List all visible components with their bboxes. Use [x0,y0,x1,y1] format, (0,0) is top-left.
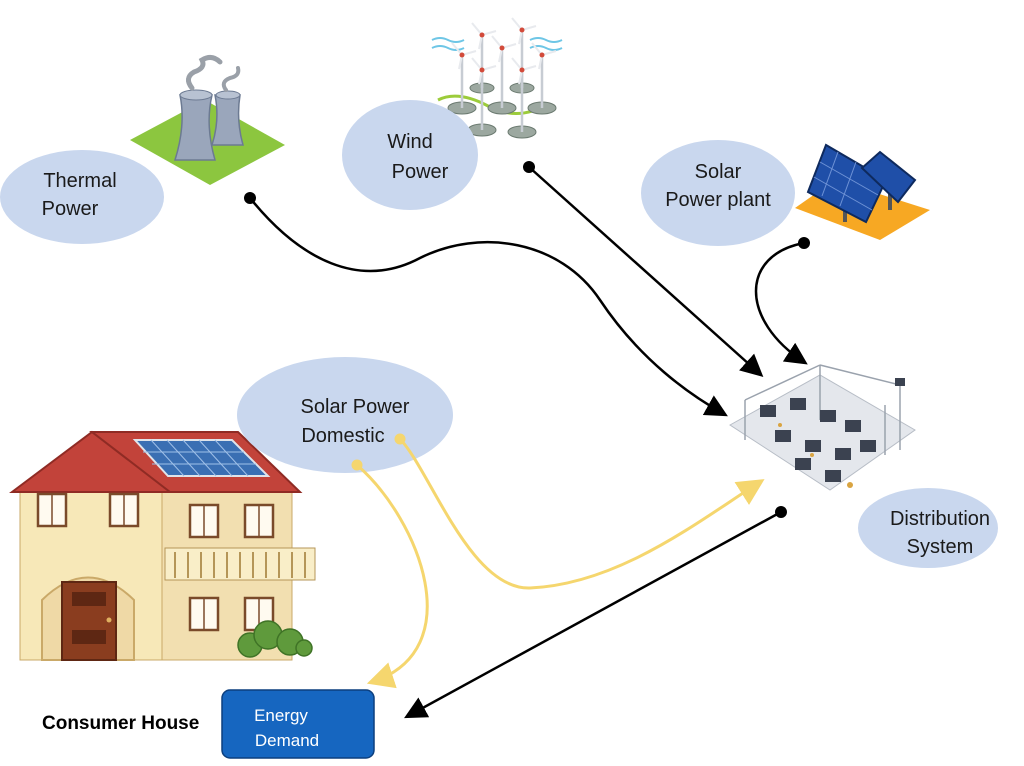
house-icon [9,430,316,661]
distribution-line1: Distribution [890,508,990,530]
wind-turbine-icon [431,17,563,139]
energy-demand-line2: Demand [255,731,319,750]
energy-demand-line1: Energy [254,706,308,725]
wind-line2: Power [392,161,449,183]
thermal-line1: Thermal [43,170,116,192]
distribution-line2: System [907,536,974,558]
distribution-system-node: Distribution System [858,488,998,568]
solar-plant-line2: Power plant [665,189,771,211]
solar-panel-icon [795,143,930,240]
thermal-power-node: Thermal Power [0,150,164,244]
solar-domestic-to-distribution-edge [394,433,765,590]
wind-power-node: Wind Power [342,100,478,210]
solar-domestic-line1: Solar Power [301,396,410,418]
wind-to-distribution-edge [523,161,764,378]
solar-plant-line1: Solar [695,161,742,183]
solar-domestic-line2: Domestic [301,425,384,447]
consumer-house-label: Consumer House [42,713,199,734]
thermal-to-distribution-edge [244,192,728,417]
wind-line1: Wind [387,131,433,153]
solar-plant-to-distribution-edge [754,237,810,365]
energy-demand-box: Energy Demand [221,689,375,759]
distribution-to-demand-edge [404,506,787,719]
solar-domestic-to-demand-edge [351,459,429,689]
solar-power-domestic-node: Solar Power Domestic [237,357,453,473]
thermal-line2: Power [42,198,99,220]
cooling-tower-icon [130,54,285,185]
substation-icon [729,364,916,491]
solar-power-plant-node: Solar Power plant [641,140,795,246]
